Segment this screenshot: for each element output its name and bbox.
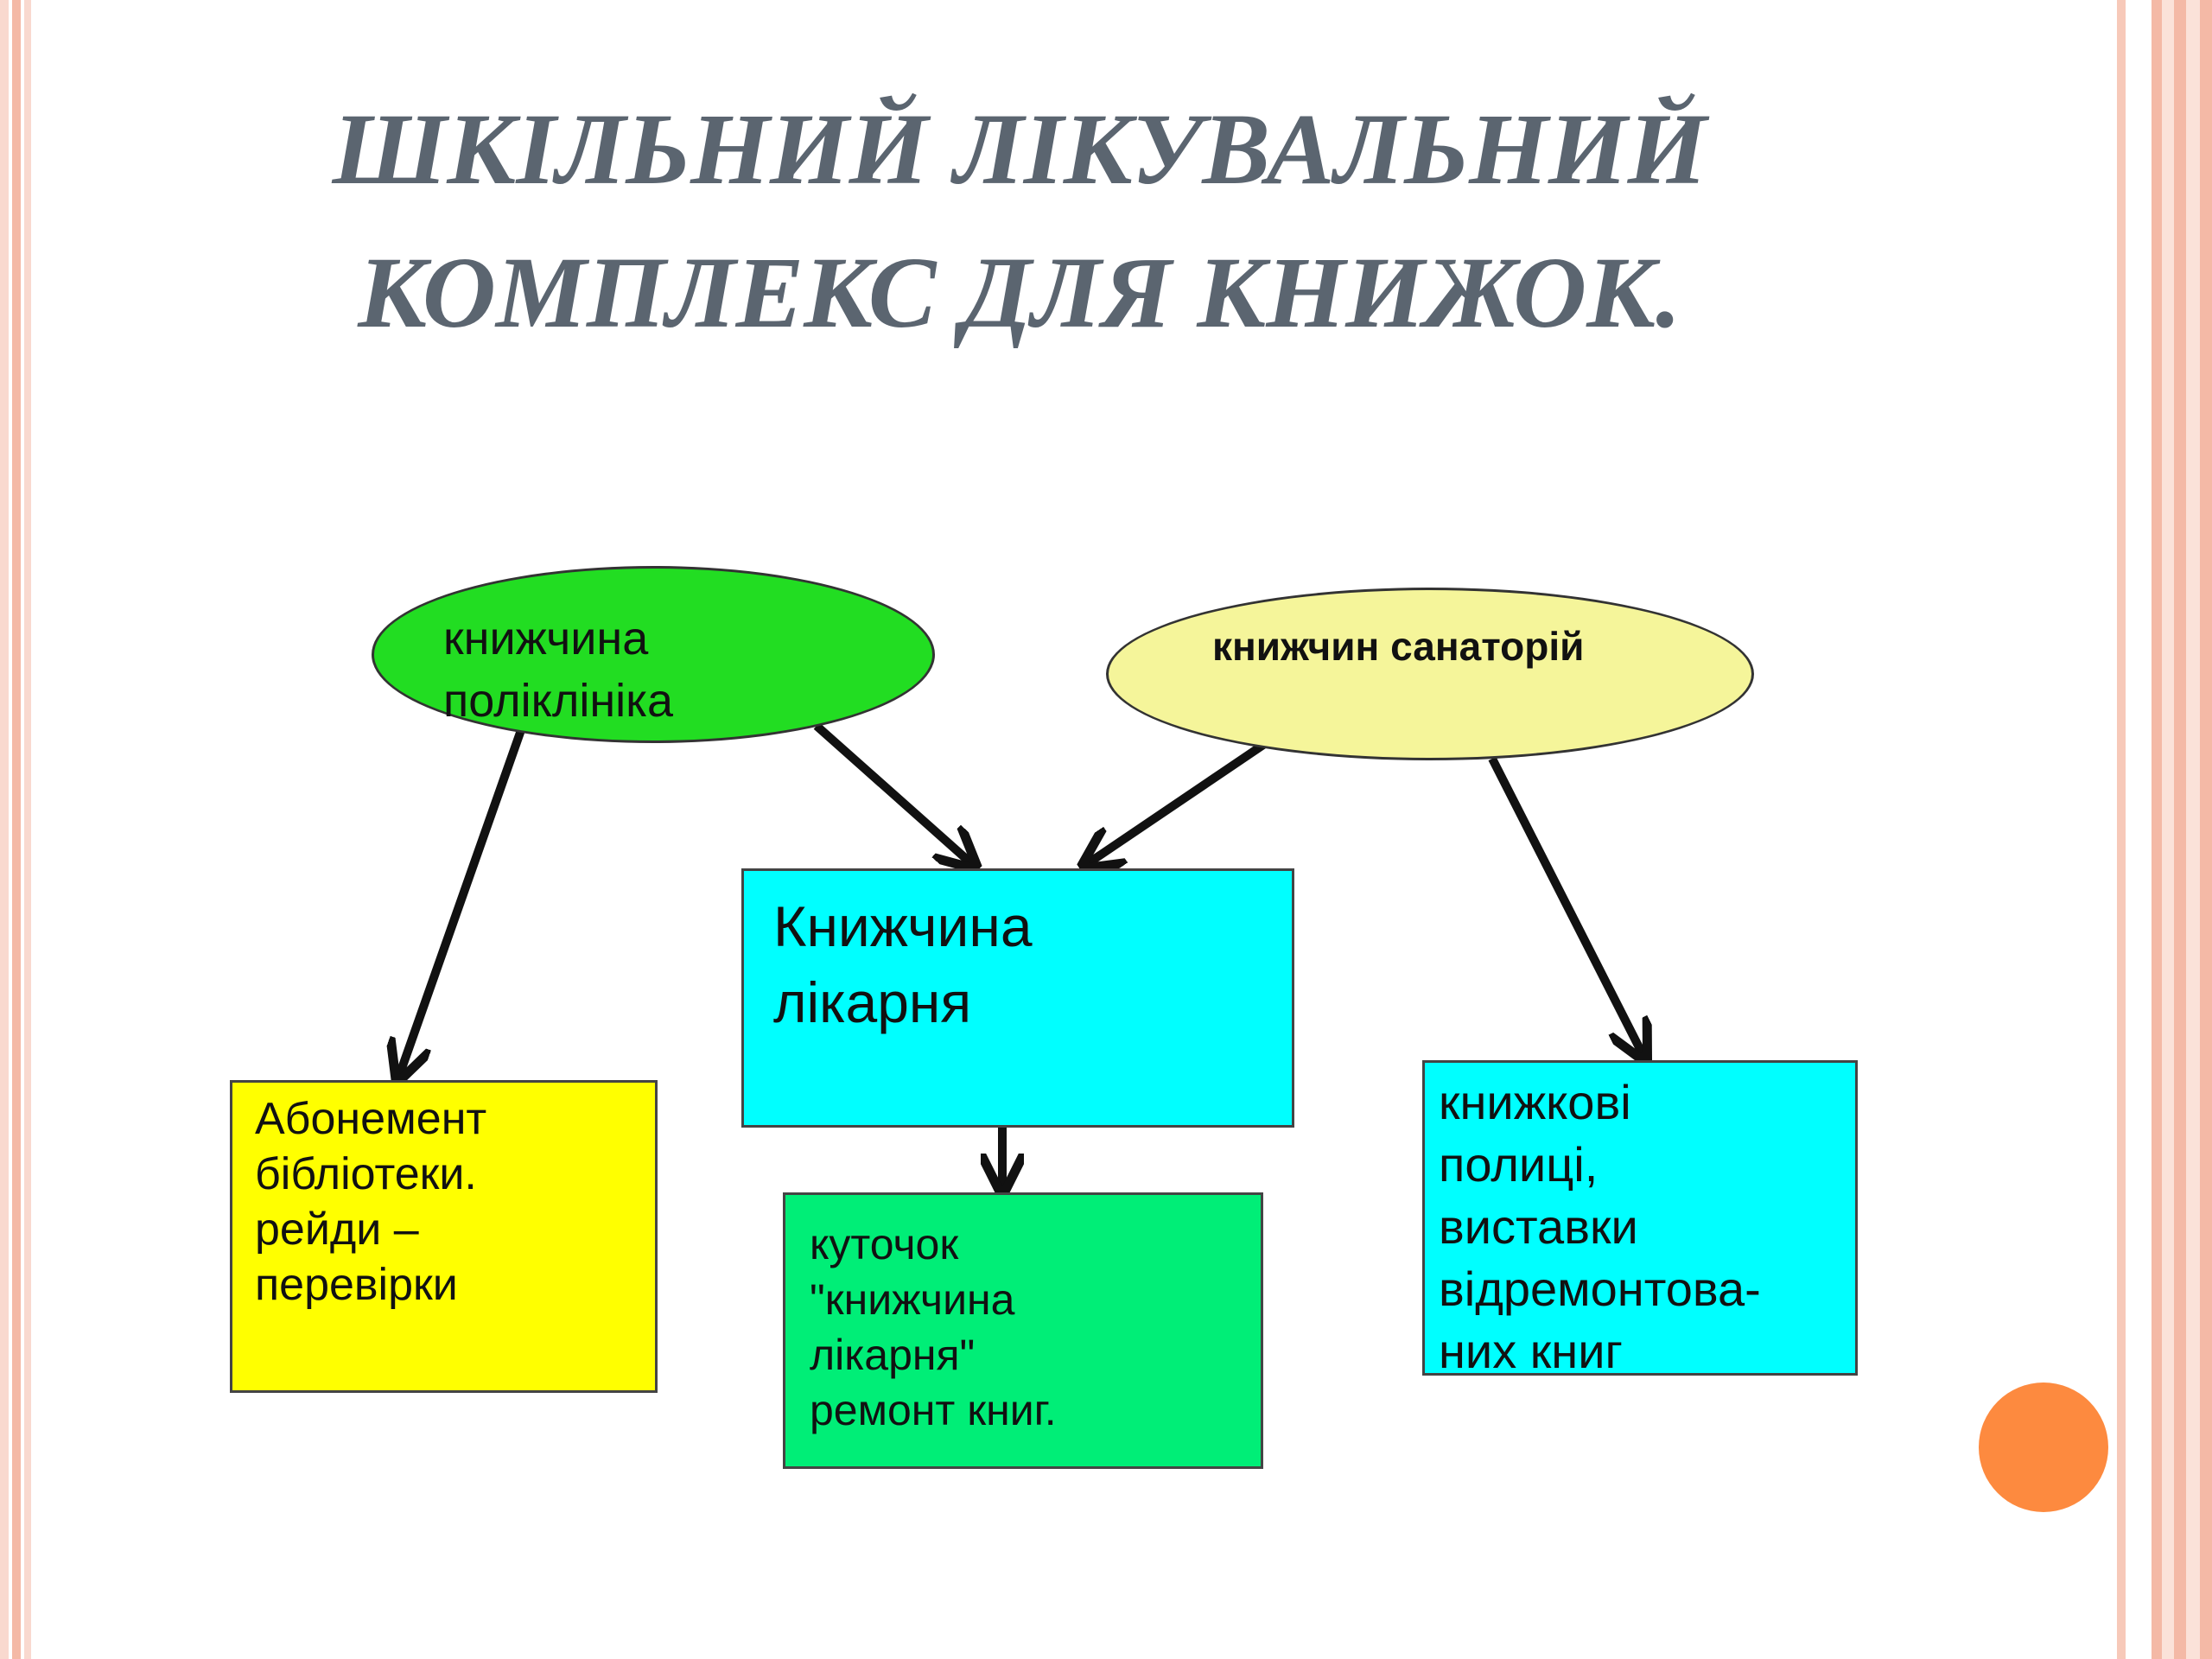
node-repair-corner: куточок "книжчина лікарня" ремонт книг. xyxy=(783,1192,1263,1469)
node-book-polyclinic-label: книжчина поліклініка xyxy=(443,613,673,727)
node-book-polyclinic: книжчина поліклініка xyxy=(372,566,935,743)
node-library-abonement: Абонемент бібліотеки. рейди – перевірки xyxy=(230,1080,658,1393)
node-repair-corner-label: куточок "книжчина лікарня" ремонт книг. xyxy=(810,1220,1057,1434)
accent-dot xyxy=(1979,1382,2108,1512)
arrow-polyclinic-to-hospital xyxy=(813,722,972,864)
title-line-1: Шкільний лікувальний xyxy=(332,92,1707,206)
slide-border-right xyxy=(2117,0,2212,1659)
arrow-sanatorium-to-hospital xyxy=(1087,741,1266,864)
node-book-shelves-label: книжкові полиці, виставки відремонтова- … xyxy=(1439,1075,1761,1378)
slide-title: Шкільний лікувальний комплекс для книжок… xyxy=(285,78,1754,365)
arrow-sanatorium-to-shelves xyxy=(1488,756,1643,1056)
arrow-polyclinic-to-abonement xyxy=(399,728,525,1076)
node-book-shelves: книжкові полиці, виставки відремонтова- … xyxy=(1422,1060,1858,1378)
node-book-hospital: Книжчина лікарня xyxy=(741,868,1294,1128)
node-book-sanatorium-label: книжчин санаторій xyxy=(1212,624,1585,669)
node-book-sanatorium: книжчин санаторій xyxy=(1106,588,1754,760)
slide-border-left xyxy=(0,0,31,1659)
title-line-2: комплекс для книжок. xyxy=(358,236,1681,349)
node-library-abonement-label: Абонемент бібліотеки. рейди – перевірки xyxy=(255,1094,487,1310)
node-book-hospital-label: Книжчина лікарня xyxy=(773,894,1033,1034)
